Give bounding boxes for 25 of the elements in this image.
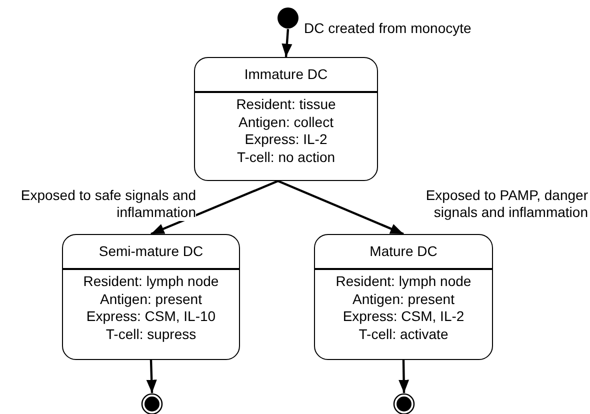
attribute-text: Express: IL-2 bbox=[244, 131, 328, 147]
initial-state-circle bbox=[277, 7, 299, 29]
attribute-text: T-cell: supress bbox=[106, 326, 196, 342]
edge-label: DC created from monocyte bbox=[304, 20, 472, 37]
transition-arrow bbox=[398, 360, 410, 394]
attribute-text: T-cell: activate bbox=[358, 326, 448, 342]
attribute-text: Antigen: present bbox=[100, 290, 202, 306]
state-title: Immature DC bbox=[244, 66, 328, 82]
transition-arrow bbox=[282, 28, 292, 58]
state-title: Semi-mature DC bbox=[98, 243, 204, 259]
state-box bbox=[62, 234, 240, 360]
state-box bbox=[314, 234, 493, 360]
attribute-text: T-cell: no action bbox=[236, 148, 336, 164]
attribute-text: Express: CSM, IL-2 bbox=[342, 308, 464, 324]
attribute-text: Resident: tissue bbox=[236, 96, 336, 112]
state-box bbox=[194, 57, 378, 181]
attribute-text: Resident: lymph node bbox=[336, 273, 472, 289]
attribute-text: Resident: lymph node bbox=[83, 273, 219, 289]
transition-arrow bbox=[146, 360, 157, 394]
attribute-text: Antigen: present bbox=[352, 290, 454, 306]
state-title: Mature DC bbox=[370, 243, 438, 259]
attribute-text: Antigen: collect bbox=[238, 114, 334, 130]
transition-arrow bbox=[278, 180, 404, 236]
attribute-text: Express: CSM, IL-10 bbox=[86, 308, 216, 324]
transition-arrow bbox=[150, 180, 278, 236]
